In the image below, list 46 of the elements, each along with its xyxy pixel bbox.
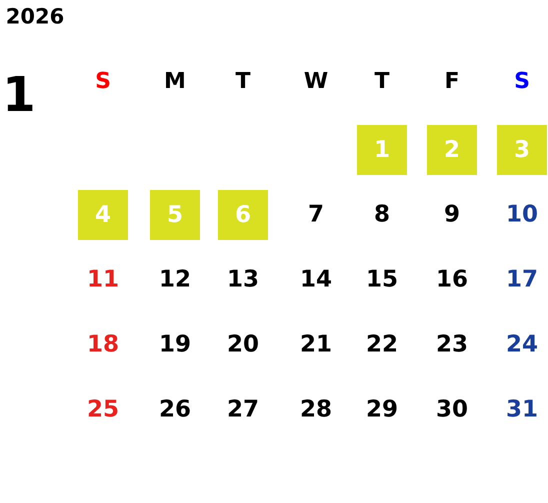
day-number: 24 <box>506 334 538 356</box>
highlighted-day <box>427 125 477 175</box>
highlighted-day <box>497 125 547 175</box>
day-number: 28 <box>300 398 332 422</box>
highlighted-day <box>357 125 407 175</box>
highlighted-day <box>78 190 128 240</box>
day-number: 13 <box>227 268 259 292</box>
day-number: 14 <box>300 268 332 292</box>
day-number: 4 <box>94 204 111 226</box>
day-number: 30 <box>436 398 468 422</box>
highlighted-day <box>218 190 268 240</box>
day-number: 9 <box>444 204 460 226</box>
day-number: 27 <box>227 398 259 422</box>
day-number: 22 <box>366 334 398 356</box>
weekday-header: T <box>374 71 390 93</box>
weekday-header: T <box>236 71 250 93</box>
day-number: 6 <box>234 204 251 226</box>
weekday-header: F <box>444 71 460 93</box>
day-number: 20 <box>227 334 259 356</box>
weekday-header: S <box>95 71 111 93</box>
year-label: 2026 <box>6 6 64 28</box>
day-number: 25 <box>87 398 119 422</box>
day-number: 2 <box>444 138 460 162</box>
weekday-header: M <box>164 71 186 93</box>
day-number: 3 <box>514 138 530 162</box>
day-number: 21 <box>300 334 332 356</box>
day-number: 1 <box>374 138 390 162</box>
day-number: 15 <box>366 268 398 292</box>
day-number: 31 <box>506 398 538 422</box>
day-number: 5 <box>166 204 183 226</box>
day-number: 17 <box>506 268 538 292</box>
day-number: 29 <box>366 398 398 422</box>
day-number: 8 <box>374 204 390 226</box>
month-number: 1 <box>2 71 36 119</box>
weekday-header: S <box>514 71 530 93</box>
day-number: 10 <box>506 204 538 226</box>
day-number: 18 <box>87 334 119 356</box>
day-number: 7 <box>308 204 324 226</box>
day-number: 11 <box>87 268 119 292</box>
day-number: 23 <box>436 334 468 356</box>
day-number: 12 <box>159 268 191 292</box>
day-number: 16 <box>436 268 468 292</box>
day-number: 26 <box>159 398 191 422</box>
weekday-header: W <box>304 71 328 93</box>
highlighted-day <box>150 190 200 240</box>
day-number: 19 <box>159 334 191 356</box>
